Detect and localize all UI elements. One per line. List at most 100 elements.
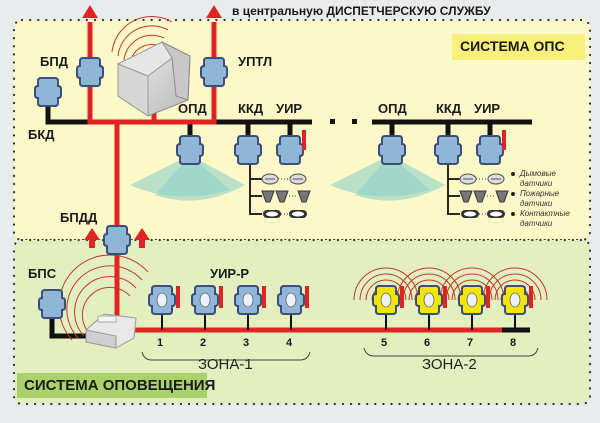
label-kkd-1: ККД (238, 101, 264, 116)
loudspeaker-icon (285, 292, 297, 308)
unit-number: 4 (286, 337, 293, 349)
opd-device (378, 135, 406, 165)
bkd-device (34, 77, 62, 107)
bps-device (38, 289, 66, 319)
wave-arc (439, 267, 505, 301)
relay-bar (529, 286, 533, 308)
label-uptl: УПТЛ (238, 54, 273, 69)
wave-arc (482, 267, 548, 301)
speaker-unit (372, 285, 400, 315)
wave-arc (353, 267, 419, 301)
ops-title-badge (452, 34, 585, 60)
speaker-unit (501, 285, 529, 315)
label-uir-1: УИР (276, 101, 303, 116)
fire-detector-icon (261, 190, 275, 203)
label-uir-2: УИР (474, 101, 501, 116)
relay-bar (262, 286, 266, 308)
zone-braces (141, 347, 539, 361)
relay-bar (305, 286, 309, 308)
telephone-bps (85, 313, 137, 349)
loudspeaker-icon (199, 292, 211, 308)
label-bkd: БКД (28, 127, 55, 142)
relay-bar (219, 286, 223, 308)
relay-bar (176, 286, 180, 308)
speaker-unit (234, 285, 262, 315)
smoke-detector-icon (459, 173, 477, 185)
phone-radio-waves (58, 254, 149, 341)
alert-region-border (12, 238, 592, 406)
uir-device (276, 135, 304, 165)
speaker-unit (148, 285, 176, 315)
label-bpd: БПД (40, 54, 68, 69)
uptl-device (200, 57, 228, 87)
speaker-unit (458, 285, 486, 315)
alert-title: СИСТЕМА ОПОВЕЩЕНИЯ (24, 377, 216, 394)
label-opd-1: ОПД (178, 101, 207, 116)
unit-number: 1 (157, 337, 164, 349)
uir-device (476, 135, 504, 165)
kkd-device (434, 135, 462, 165)
loudspeaker-icon (423, 292, 435, 308)
speaker-unit (277, 285, 305, 315)
loudspeaker-icon (156, 292, 168, 308)
unit-number: 5 (381, 337, 388, 349)
wave-arc (494, 279, 536, 301)
contact-sensor-icon (487, 210, 505, 218)
unit-number: 8 (510, 337, 517, 349)
contact-sensor-icon (263, 210, 281, 218)
loudspeaker-icon (242, 292, 254, 308)
wave-arc (488, 273, 542, 301)
destination-label: в центральную ДИСПЕТЧЕРСКУЮ СЛУЖБУ (232, 4, 491, 18)
fire-detector-icon (275, 190, 289, 203)
label-bpdd: БПДД (60, 210, 98, 225)
speaker-unit (191, 285, 219, 315)
relay-bar (302, 130, 306, 150)
kkd-device (234, 135, 262, 165)
zone-2-label: ЗОНА-2 (422, 356, 477, 373)
control-console (116, 40, 191, 117)
unit-number: 3 (243, 337, 250, 349)
bus-ellipsis (330, 119, 357, 124)
label-bps: БПС (28, 266, 57, 281)
relay-bar (443, 286, 447, 308)
smoke-detector-icon (261, 173, 279, 185)
unit-number: 6 (424, 337, 431, 349)
relay-bar (486, 286, 490, 308)
red-arrows (82, 5, 222, 248)
label-uir-r: УИР-Р (210, 266, 250, 281)
label-kkd-2: ККД (436, 101, 462, 116)
fire-detector-icon (473, 190, 487, 203)
smoke-detector-icon (487, 173, 505, 185)
label-opd-2: ОПД (378, 101, 407, 116)
wave-arc (396, 267, 462, 301)
wave-arc (402, 273, 456, 301)
loudspeaker-icon (380, 292, 392, 308)
loudspeaker-icon (466, 292, 478, 308)
bpd-device (76, 57, 104, 87)
contact-sensor-icon (289, 210, 307, 218)
opd-device (176, 135, 204, 165)
relay-bar (400, 286, 404, 308)
loudspeaker-icon (509, 292, 521, 308)
wave-arc (445, 273, 499, 301)
fire-detector-icon (297, 190, 311, 203)
fire-detector-icon (495, 190, 509, 203)
opd-coverage-beams (130, 155, 445, 201)
bpdd-device (103, 225, 131, 255)
unit-number: 7 (467, 337, 474, 349)
speaker-unit (415, 285, 443, 315)
zone-1-label: ЗОНА-1 (198, 356, 253, 373)
unit-number: 2 (200, 337, 207, 349)
relay-bar (502, 130, 506, 150)
ops-title: СИСТЕМА ОПС (460, 38, 565, 54)
alert-title-badge (17, 373, 207, 398)
smoke-detector-icon (289, 173, 307, 185)
legend-bullets (511, 172, 515, 216)
fire-detector-icon (459, 190, 473, 203)
wave-arc (359, 273, 413, 301)
contact-sensor-icon (461, 210, 479, 218)
